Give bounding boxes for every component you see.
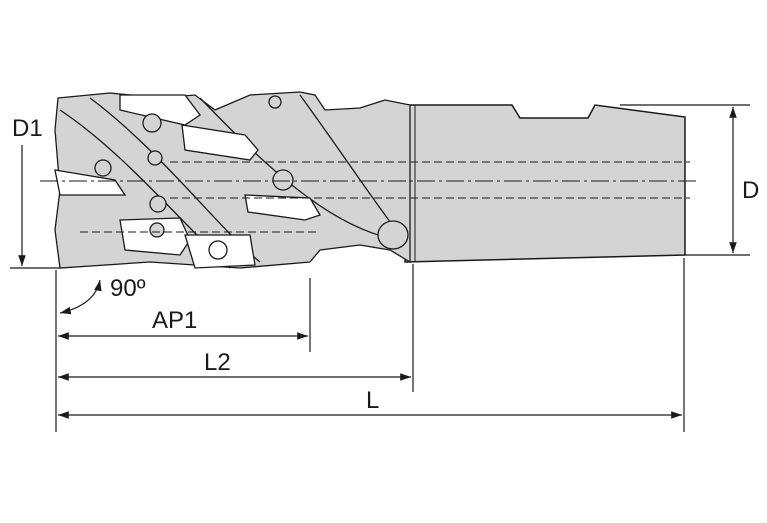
- label-d: D: [742, 177, 759, 204]
- dimension-d: [620, 104, 750, 256]
- screw-icon: [272, 169, 294, 191]
- shank: [404, 104, 686, 263]
- label-l: L: [366, 387, 379, 414]
- label-l2: L2: [204, 349, 231, 376]
- screw-icon: [208, 240, 228, 260]
- screw-icon: [142, 113, 162, 133]
- insert: [54, 169, 127, 196]
- angle-arc: [59, 279, 102, 315]
- screw-icon: [149, 195, 167, 213]
- screw-icon: [149, 222, 165, 238]
- screw-icon: [268, 95, 282, 109]
- screw-icon: [147, 150, 163, 166]
- dimension-d1: [10, 145, 60, 269]
- insert: [181, 124, 259, 161]
- insert: [119, 94, 201, 126]
- label-ap1: AP1: [152, 307, 197, 334]
- insert: [244, 194, 321, 221]
- label-d1: D1: [12, 115, 43, 142]
- cutter-head: [54, 91, 411, 269]
- extension-lines: [55, 258, 685, 432]
- label-angle: 90º: [110, 275, 146, 302]
- hidden-lines: [40, 161, 700, 233]
- screw-icon: [94, 159, 112, 177]
